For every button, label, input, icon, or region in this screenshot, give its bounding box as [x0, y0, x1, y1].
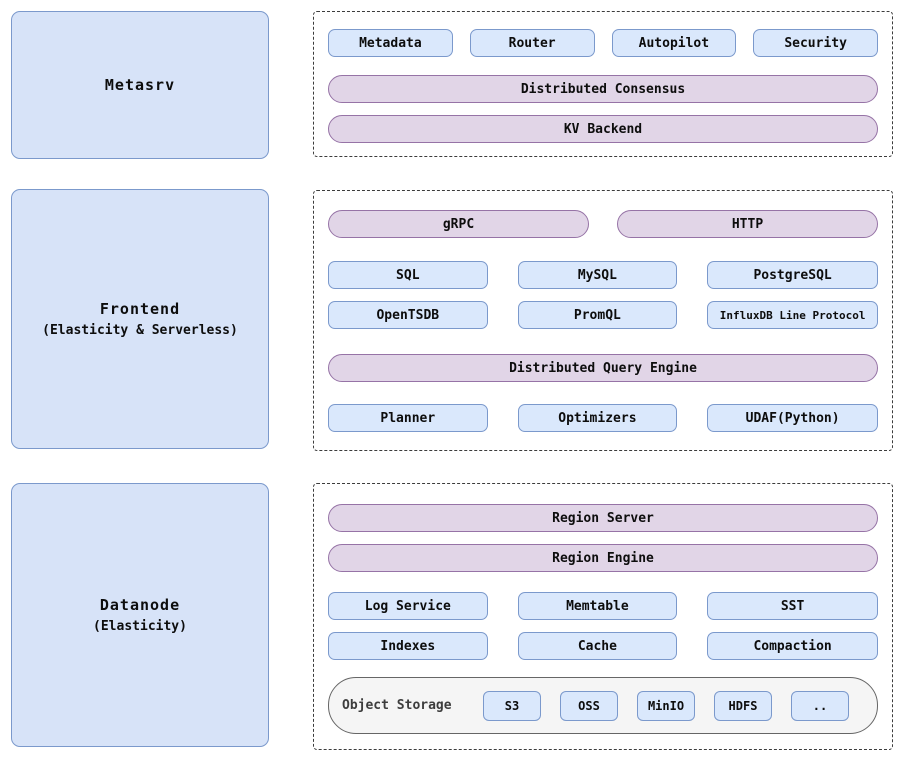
box-security: Security: [753, 29, 878, 57]
box-postgresql: PostgreSQL: [707, 261, 878, 289]
box-cache: Cache: [517, 632, 678, 660]
box-sst: SST: [707, 592, 878, 620]
pill-region-engine: Region Engine: [328, 544, 878, 572]
frontend-protocol-pills-row: gRPC HTTP: [328, 210, 878, 238]
frontend-protocols-row2: OpenTSDB PromQL InfluxDB Line Protocol: [328, 301, 878, 329]
box-mysql: MySQL: [517, 261, 678, 289]
box-influxdb-line-protocol: InfluxDB Line Protocol: [707, 301, 878, 329]
metasrv-components-row: Metadata Router Autopilot Security: [328, 29, 878, 57]
pill-grpc: gRPC: [328, 210, 589, 238]
frontend-protocols-row1: SQL MySQL PostgreSQL: [328, 261, 878, 289]
box-other-backends: ..: [791, 690, 849, 721]
datanode-row1: Log Service Memtable SST: [328, 592, 878, 620]
datanode-panel: Region Server Region Engine Log Service …: [313, 483, 893, 750]
box-s3: S3: [483, 690, 541, 721]
box-metadata: Metadata: [328, 29, 453, 57]
object-storage-bar: Object Storage S3 OSS MinIO HDFS ..: [328, 677, 878, 734]
datanode-title: Datanode: [99, 596, 181, 614]
box-memtable: Memtable: [517, 592, 678, 620]
box-opentsdb: OpenTSDB: [328, 301, 488, 329]
frontend-panel: gRPC HTTP SQL MySQL PostgreSQL OpenTSDB …: [313, 190, 893, 451]
pill-http: HTTP: [617, 210, 878, 238]
metasrv-title: Metasrv: [104, 76, 176, 94]
datanode-side-box: Datanode (Elasticity): [11, 483, 269, 747]
box-udaf-python: UDAF(Python): [707, 404, 878, 432]
frontend-subtitle: (Elasticity & Serverless): [42, 323, 238, 338]
object-storage-label: Object Storage: [342, 698, 452, 713]
box-promql: PromQL: [517, 301, 678, 329]
metasrv-side-box: Metasrv: [11, 11, 269, 159]
pill-region-server: Region Server: [328, 504, 878, 532]
frontend-title: Frontend: [99, 300, 181, 318]
box-planner: Planner: [328, 404, 488, 432]
box-hdfs: HDFS: [714, 690, 772, 721]
frontend-side-box: Frontend (Elasticity & Serverless): [11, 189, 269, 449]
box-log-service: Log Service: [328, 592, 488, 620]
box-optimizers: Optimizers: [517, 404, 678, 432]
pill-distributed-query-engine: Distributed Query Engine: [328, 354, 878, 382]
box-indexes: Indexes: [328, 632, 488, 660]
datanode-subtitle: (Elasticity): [93, 619, 187, 634]
box-autopilot: Autopilot: [611, 29, 737, 57]
metasrv-panel: Metadata Router Autopilot Security Distr…: [313, 11, 893, 157]
pill-distributed-consensus: Distributed Consensus: [328, 75, 878, 103]
box-compaction: Compaction: [707, 632, 878, 660]
frontend-engine-row: Planner Optimizers UDAF(Python): [328, 404, 878, 432]
datanode-row2: Indexes Cache Compaction: [328, 632, 878, 660]
pill-kv-backend: KV Backend: [328, 115, 878, 143]
box-minio: MinIO: [637, 690, 695, 721]
box-sql: SQL: [328, 261, 488, 289]
box-router: Router: [469, 29, 595, 57]
box-oss: OSS: [560, 690, 618, 721]
